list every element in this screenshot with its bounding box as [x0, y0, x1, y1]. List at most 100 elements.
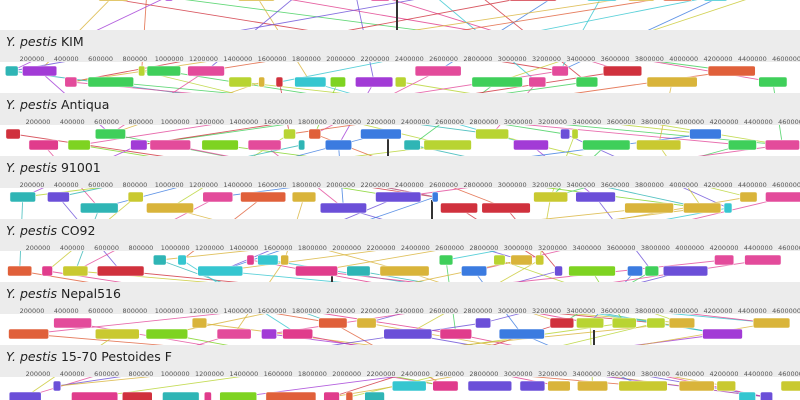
lcb-block[interactable] — [96, 265, 145, 277]
lcb-block[interactable] — [439, 328, 473, 340]
lcb-block[interactable] — [9, 191, 36, 203]
lcb-block[interactable] — [533, 191, 569, 203]
lcb-block[interactable] — [423, 139, 472, 151]
lcb-block[interactable] — [219, 391, 258, 400]
lcb-block[interactable] — [576, 317, 605, 329]
lcb-block[interactable] — [668, 317, 696, 329]
lcb-block[interactable] — [364, 391, 385, 400]
lcb-block[interactable] — [481, 202, 531, 214]
lcb-block[interactable] — [201, 139, 239, 151]
lcb-block[interactable] — [323, 391, 340, 400]
lcb-block[interactable] — [162, 391, 200, 400]
lcb-block[interactable] — [702, 328, 743, 340]
lcb-block[interactable] — [547, 380, 571, 392]
lcb-block[interactable] — [79, 202, 119, 214]
lcb-block[interactable] — [758, 76, 788, 88]
lcb-block[interactable] — [554, 265, 563, 277]
lcb-block[interactable] — [265, 391, 317, 400]
lcb-block[interactable] — [53, 317, 92, 329]
lcb-block[interactable] — [760, 391, 773, 400]
lcb-block[interactable] — [145, 328, 189, 340]
lcb-block[interactable] — [560, 128, 571, 140]
lcb-block[interactable] — [98, 0, 129, 2]
lcb-block[interactable] — [8, 391, 42, 400]
lcb-block[interactable] — [739, 191, 758, 203]
lcb-block[interactable] — [298, 139, 306, 151]
lcb-block[interactable] — [703, 0, 728, 2]
lcb-block[interactable] — [191, 317, 208, 329]
lcb-block[interactable] — [646, 317, 666, 329]
lcb-block[interactable] — [52, 380, 62, 392]
lcb-block[interactable] — [324, 139, 353, 151]
lcb-block[interactable] — [177, 254, 187, 266]
lcb-block[interactable] — [391, 380, 427, 392]
lcb-block[interactable] — [345, 391, 354, 400]
lcb-block[interactable] — [513, 139, 549, 151]
lcb-block[interactable] — [71, 391, 119, 400]
lcb-block[interactable] — [295, 265, 339, 277]
lcb-block[interactable] — [237, 0, 275, 2]
lcb-block[interactable] — [5, 128, 21, 140]
lcb-block[interactable] — [67, 139, 91, 151]
lcb-block[interactable] — [636, 139, 682, 151]
lcb-block[interactable] — [752, 317, 791, 329]
lcb-block[interactable] — [64, 76, 78, 88]
lcb-block[interactable] — [282, 328, 314, 340]
lcb-block[interactable] — [519, 380, 546, 392]
lcb-block[interactable] — [744, 254, 782, 266]
lcb-block[interactable] — [618, 380, 668, 392]
lcb-block[interactable] — [146, 65, 181, 77]
lcb-block[interactable] — [146, 202, 194, 214]
lcb-block[interactable] — [28, 139, 59, 151]
lcb-block[interactable] — [318, 317, 348, 329]
lcb-block[interactable] — [246, 254, 255, 266]
lcb-block[interactable] — [577, 380, 609, 392]
lcb-block[interactable] — [586, 0, 618, 2]
lcb-block[interactable] — [440, 202, 478, 214]
lcb-block[interactable] — [121, 391, 153, 400]
lcb-block[interactable] — [571, 128, 579, 140]
lcb-block[interactable] — [383, 328, 433, 340]
lcb-block[interactable] — [627, 265, 643, 277]
lcb-block[interactable] — [678, 380, 715, 392]
lcb-block[interactable] — [370, 0, 390, 2]
lcb-block[interactable] — [247, 139, 282, 151]
lcb-block[interactable] — [549, 317, 575, 329]
lcb-block[interactable] — [8, 328, 50, 340]
lcb-block[interactable] — [355, 76, 394, 88]
lcb-block[interactable] — [528, 76, 547, 88]
lcb-block[interactable] — [510, 254, 533, 266]
lcb-block[interactable] — [727, 139, 757, 151]
lcb-block[interactable] — [319, 202, 367, 214]
lcb-block[interactable] — [94, 328, 140, 340]
lcb-block[interactable] — [240, 191, 287, 203]
lcb-block[interactable] — [568, 265, 616, 277]
lcb-block[interactable] — [130, 139, 148, 151]
lcb-block[interactable] — [41, 265, 53, 277]
lcb-block[interactable] — [216, 328, 252, 340]
lcb-block[interactable] — [414, 65, 462, 77]
lcb-block[interactable] — [498, 328, 545, 340]
lcb-block[interactable] — [646, 76, 698, 88]
lcb-block[interactable] — [431, 191, 439, 203]
lcb-block[interactable] — [329, 76, 346, 88]
lcb-block[interactable] — [202, 191, 234, 203]
lcb-block[interactable] — [683, 202, 722, 214]
lcb-block[interactable] — [471, 76, 523, 88]
lcb-block[interactable] — [475, 317, 492, 329]
lcb-block[interactable] — [438, 254, 454, 266]
lcb-block[interactable] — [197, 265, 244, 277]
lcb-block[interactable] — [138, 65, 146, 77]
lcb-block[interactable] — [707, 65, 756, 77]
lcb-block[interactable] — [283, 128, 296, 140]
lcb-block[interactable] — [582, 139, 631, 151]
lcb-block[interactable] — [461, 265, 488, 277]
lcb-block[interactable] — [535, 254, 545, 266]
lcb-block[interactable] — [149, 139, 191, 151]
lcb-block[interactable] — [403, 139, 421, 151]
lcb-block[interactable] — [356, 317, 377, 329]
lcb-block[interactable] — [228, 76, 253, 88]
lcb-block[interactable] — [475, 128, 509, 140]
lcb-block[interactable] — [47, 191, 70, 203]
lcb-block[interactable] — [280, 254, 289, 266]
